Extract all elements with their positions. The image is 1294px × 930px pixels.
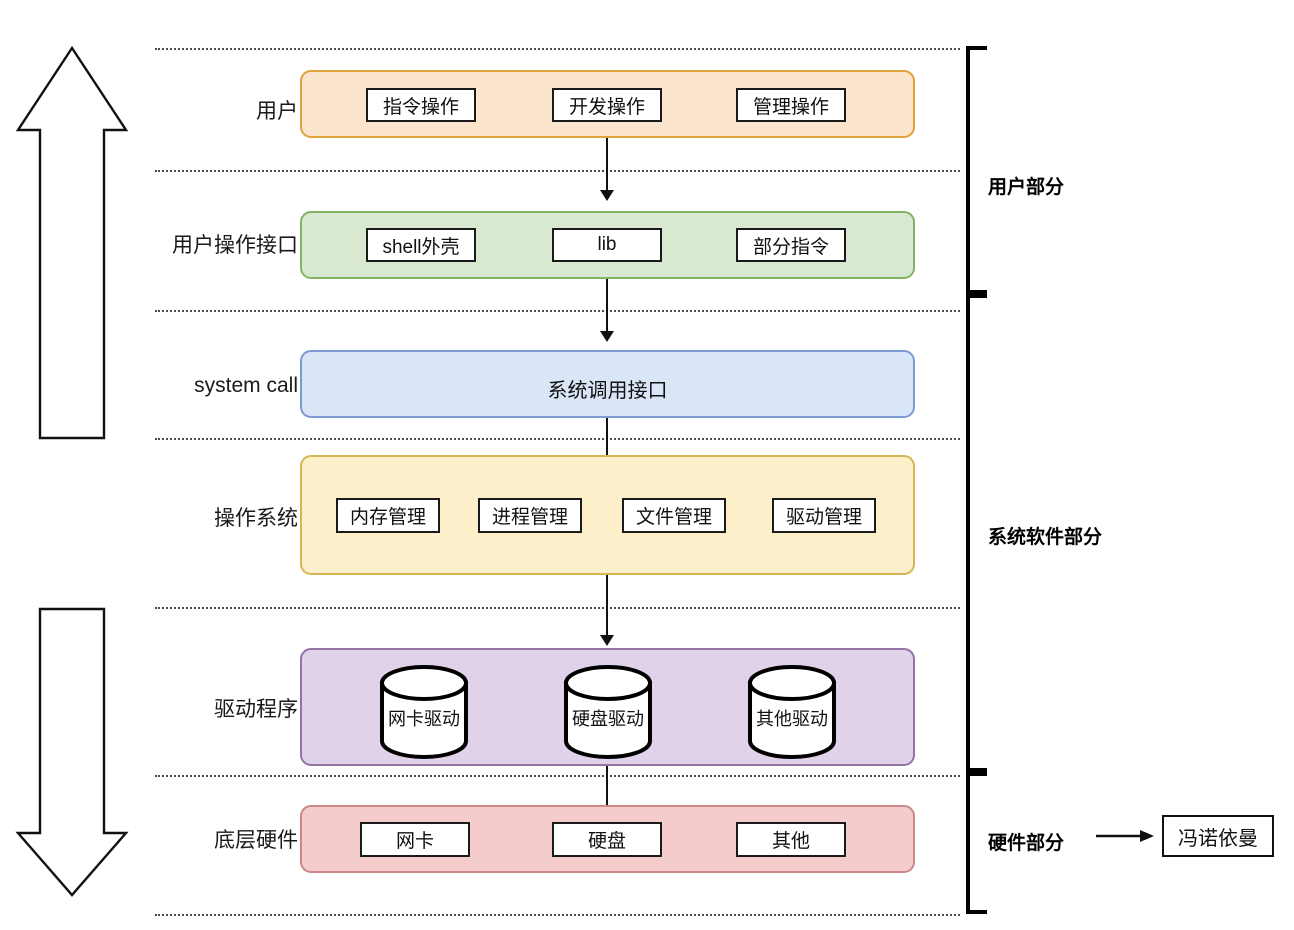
group-label-user-part: 用户部分 bbox=[988, 177, 1065, 198]
separator-system-call bbox=[155, 310, 960, 312]
chip-user-2[interactable]: 管理操作 bbox=[736, 88, 846, 122]
connector-arrowhead-1 bbox=[600, 190, 614, 201]
cylinder-nic-driver[interactable]: 网卡驱动 bbox=[378, 665, 470, 759]
chip-os-2[interactable]: 文件管理 bbox=[622, 498, 726, 533]
separator-bottom bbox=[155, 914, 960, 916]
row-label-system-call: system call bbox=[194, 374, 298, 397]
down-block-arrow bbox=[14, 605, 130, 900]
cylinder-other-driver[interactable]: 其他驱动 bbox=[746, 665, 838, 759]
von-neumann-arrow bbox=[1096, 826, 1156, 846]
chip-user-0[interactable]: 指令操作 bbox=[366, 88, 476, 122]
bracket-hardware-part bbox=[966, 772, 987, 914]
chip-interface-2[interactable]: 部分指令 bbox=[736, 228, 846, 262]
connector-drivers-to-hardware bbox=[606, 766, 608, 810]
chip-os-0[interactable]: 内存管理 bbox=[336, 498, 440, 533]
row-label-drivers: 驱动程序 bbox=[214, 698, 298, 721]
connector-arrowhead-2 bbox=[600, 331, 614, 342]
separator-os bbox=[155, 438, 960, 440]
bracket-system-software-part bbox=[966, 294, 987, 772]
cylinder-nic-driver-label: 网卡驱动 bbox=[388, 709, 460, 729]
chip-os-3[interactable]: 驱动管理 bbox=[772, 498, 876, 533]
up-block-arrow bbox=[14, 42, 130, 442]
separator-drivers bbox=[155, 607, 960, 609]
chip-hardware-2[interactable]: 其他 bbox=[736, 822, 846, 857]
connector-user-to-interface bbox=[606, 138, 608, 192]
chip-interface-0[interactable]: shell外壳 bbox=[366, 228, 476, 262]
group-label-hardware-part: 硬件部分 bbox=[988, 833, 1065, 854]
connector-os-to-drivers bbox=[606, 575, 608, 637]
connector-arrowhead-4 bbox=[600, 635, 614, 646]
separator-hardware bbox=[155, 775, 960, 777]
separator-top bbox=[155, 48, 960, 50]
cylinder-disk-driver[interactable]: 硬盘驱动 bbox=[562, 665, 654, 759]
band-system-call: 系统调用接口 bbox=[300, 350, 915, 418]
chip-interface-1[interactable]: lib bbox=[552, 228, 662, 262]
row-label-user-interface: 用户操作接口 bbox=[172, 234, 298, 257]
separator-user-interface bbox=[155, 170, 960, 172]
chip-hardware-0[interactable]: 网卡 bbox=[360, 822, 470, 857]
chip-user-1[interactable]: 开发操作 bbox=[552, 88, 662, 122]
chip-os-1[interactable]: 进程管理 bbox=[478, 498, 582, 533]
row-label-operating-system: 操作系统 bbox=[214, 507, 298, 530]
chip-hardware-1[interactable]: 硬盘 bbox=[552, 822, 662, 857]
band-system-call-label: 系统调用接口 bbox=[547, 380, 668, 402]
bracket-user-part bbox=[966, 46, 987, 294]
cylinder-disk-driver-label: 硬盘驱动 bbox=[572, 709, 644, 729]
von-neumann-box[interactable]: 冯诺依曼 bbox=[1162, 815, 1274, 857]
cylinder-other-driver-label: 其他驱动 bbox=[756, 709, 828, 729]
connector-interface-to-syscall bbox=[606, 279, 608, 333]
group-label-system-software-part: 系统软件部分 bbox=[988, 527, 1103, 548]
row-label-user: 用户 bbox=[256, 100, 298, 123]
connector-syscall-to-os bbox=[606, 418, 608, 460]
row-label-hardware: 底层硬件 bbox=[214, 829, 298, 852]
